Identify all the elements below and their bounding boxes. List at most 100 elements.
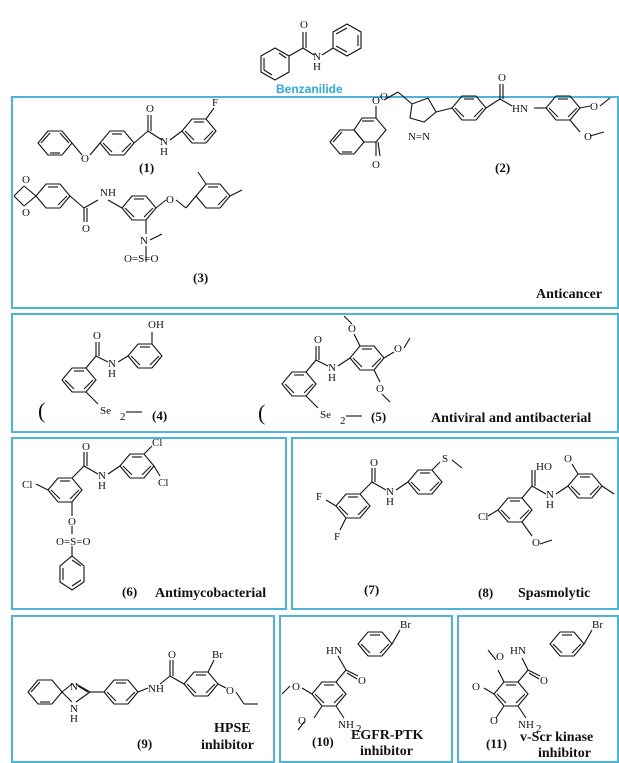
- compound-2-structure: [329, 84, 611, 157]
- svg-text:Cl: Cl: [152, 437, 162, 449]
- compound-1-label: (1): [139, 160, 155, 175]
- svg-text:O: O: [168, 649, 176, 661]
- svg-text:H: H: [98, 480, 106, 492]
- compound-5-label: (5): [371, 409, 387, 424]
- svg-text:O: O: [81, 153, 89, 165]
- svg-text:O: O: [146, 103, 154, 115]
- compound-8-structure: [487, 463, 615, 545]
- anticancer-panel: [11, 96, 619, 309]
- svg-text:Br: Br: [212, 649, 223, 661]
- vscr-label: v-Scr kinase: [520, 730, 594, 745]
- svg-text:O: O: [376, 383, 384, 395]
- svg-text:O: O: [226, 685, 234, 697]
- svg-text:H: H: [70, 713, 78, 725]
- svg-text:O: O: [584, 131, 592, 143]
- svg-text:O: O: [590, 101, 598, 113]
- svg-text:N: N: [328, 362, 336, 374]
- hpse-label: HPSE: [214, 721, 251, 736]
- compound-3-label: (3): [193, 270, 209, 285]
- svg-text:N: N: [313, 51, 321, 63]
- compound-7-label: (7): [364, 582, 380, 597]
- svg-text:O: O: [498, 72, 506, 84]
- svg-text:S: S: [442, 453, 448, 465]
- svg-text:O=S=O: O=S=O: [124, 253, 158, 265]
- svg-text:N: N: [140, 235, 148, 247]
- svg-text:H: H: [160, 146, 168, 158]
- svg-text:H: H: [328, 372, 336, 384]
- svg-text:O: O: [372, 95, 380, 107]
- svg-text:O: O: [292, 681, 300, 693]
- svg-text:N: N: [70, 703, 78, 715]
- anticancer-label: Anticancer: [536, 287, 603, 302]
- svg-text:H: H: [313, 61, 321, 73]
- svg-text:N: N: [108, 358, 116, 370]
- compound-4-label: (4): [152, 408, 168, 423]
- svg-text:NH: NH: [338, 719, 354, 731]
- svg-text:O: O: [314, 334, 322, 346]
- egfr-label: EGFR-PTK: [351, 728, 424, 743]
- svg-text:O: O: [394, 343, 402, 355]
- svg-text:O: O: [496, 651, 504, 663]
- svg-text:H: H: [108, 368, 116, 380]
- svg-text:N: N: [546, 489, 554, 501]
- svg-text:H: H: [546, 499, 554, 511]
- svg-text:2: 2: [120, 411, 126, 423]
- svg-text:O: O: [93, 330, 101, 342]
- compound-5-structure: [281, 315, 411, 417]
- antiviral-label: Antiviral and antibacterial: [431, 411, 592, 426]
- antimycobacterial-panel: [11, 437, 287, 610]
- svg-text:Cl: Cl: [478, 511, 488, 523]
- svg-text:N: N: [98, 470, 106, 482]
- svg-text:O: O: [358, 675, 366, 687]
- hpse-inhibitor-label: inhibitor: [201, 738, 254, 753]
- svg-text:H: H: [386, 496, 394, 508]
- svg-text:F: F: [334, 531, 340, 543]
- svg-text:O: O: [68, 516, 76, 528]
- svg-text:Se: Se: [100, 405, 111, 417]
- antimycobacterial-label: Antimycobacterial: [155, 586, 267, 601]
- egfr-panel: [279, 615, 453, 763]
- svg-text:O: O: [490, 715, 498, 727]
- compound-10-structure: [281, 629, 401, 731]
- svg-text:HN: HN: [326, 645, 342, 657]
- svg-text:O: O: [372, 159, 380, 171]
- svg-text:HN: HN: [510, 645, 526, 657]
- svg-text:O: O: [82, 441, 90, 453]
- svg-text:N: N: [160, 136, 168, 148]
- svg-text:Br: Br: [592, 619, 603, 631]
- antiviral-panel: [11, 313, 619, 433]
- svg-text:O: O: [564, 453, 572, 465]
- svg-text:F: F: [316, 491, 322, 503]
- spasmolytic-panel: [291, 437, 619, 610]
- svg-text:O: O: [82, 223, 90, 235]
- svg-text:O: O: [22, 174, 30, 186]
- svg-text:O: O: [300, 19, 308, 31]
- compound-8-label: (8): [478, 585, 494, 600]
- paren-4: (: [38, 398, 46, 423]
- svg-text:O: O: [166, 194, 174, 206]
- compound-2-label: (2): [495, 160, 511, 175]
- compound-6-label: (6): [122, 584, 138, 599]
- svg-text:O: O: [298, 715, 306, 727]
- svg-text:HN: HN: [512, 103, 528, 115]
- svg-text:Se: Se: [320, 409, 331, 421]
- svg-text:2: 2: [340, 415, 346, 427]
- svg-text:F: F: [212, 97, 218, 109]
- svg-text:NH: NH: [100, 187, 116, 199]
- svg-text:Cl: Cl: [22, 479, 32, 491]
- egfr-inhibitor-label: inhibitor: [360, 744, 413, 759]
- compound-11-label: (11): [486, 736, 507, 751]
- compound-3-structure: [13, 171, 243, 262]
- compound-6-structure: [35, 445, 161, 591]
- svg-text:N: N: [70, 681, 78, 693]
- svg-text:2: 2: [356, 723, 362, 735]
- svg-text:O: O: [348, 323, 356, 335]
- svg-text:N: N: [386, 486, 394, 498]
- spasmolytic-label: Spasmolytic: [518, 586, 591, 601]
- svg-text:O: O: [472, 681, 480, 693]
- svg-text:O: O: [540, 675, 548, 687]
- svg-text:O: O: [370, 457, 378, 469]
- svg-text:NH: NH: [518, 719, 534, 731]
- vscr-inhibitor-label: inhibitor: [538, 746, 591, 761]
- compound-11-structure: [483, 629, 593, 719]
